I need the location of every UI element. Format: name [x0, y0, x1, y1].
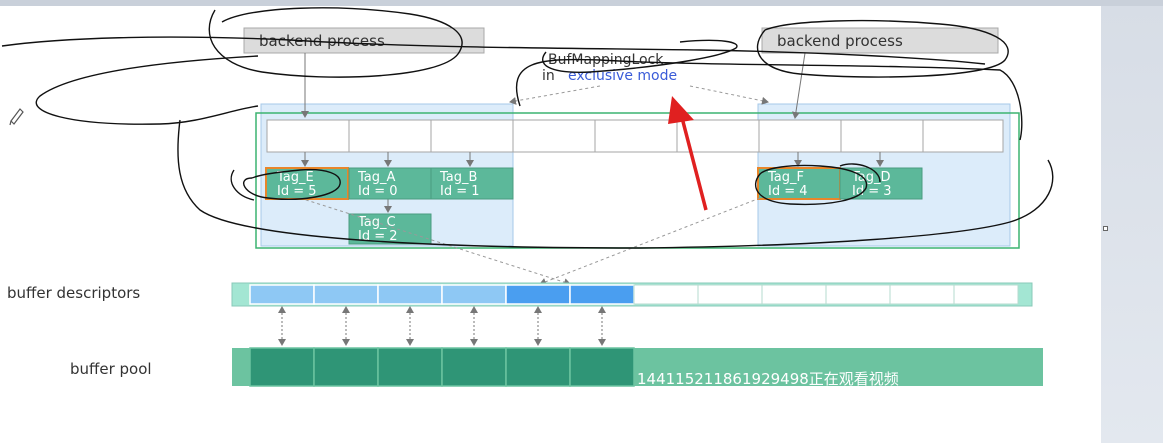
buffer-pool-label: buffer pool [70, 360, 152, 378]
tag-cell-b: Tag_B Id = 1 [430, 167, 514, 200]
svg-text:Tag_E: Tag_E [276, 170, 314, 185]
svg-text:Id = 1: Id = 1 [440, 184, 480, 199]
svg-text:backend process: backend process [259, 32, 385, 50]
buf-mapping-lock-label: BufMappingLock in exclusive mode [542, 52, 677, 84]
svg-text:Tag_A: Tag_A [357, 170, 396, 185]
hash-buckets [266, 119, 1004, 153]
tag-cell-f: Tag_F Id = 4 [757, 167, 841, 200]
tag-cell-d: Tag_D Id = 3 [839, 167, 923, 200]
buffer-descriptors-label: buffer descriptors [7, 284, 140, 302]
viewer-watermark: 144115211861929498正在观看视频 [637, 370, 899, 388]
svg-text:in: in [542, 68, 555, 84]
resize-handle[interactable] [1103, 226, 1108, 231]
top-bar [0, 0, 1163, 6]
svg-text:Tag_F: Tag_F [767, 170, 804, 185]
buffer-descriptor-row [231, 282, 1033, 307]
svg-text:Id = 4: Id = 4 [768, 184, 808, 199]
buffer-pool-row [232, 347, 1043, 387]
pencil-icon[interactable] [9, 108, 24, 126]
svg-text:exclusive mode: exclusive mode [568, 68, 677, 84]
svg-text:Id = 0: Id = 0 [358, 184, 398, 199]
backend-process-left: backend process [243, 27, 485, 54]
descriptor-pool-links [278, 306, 606, 346]
right-panel [1101, 6, 1163, 443]
handwritten-annotations [1, 7, 1054, 249]
tag-cell-a: Tag_A Id = 0 [348, 167, 432, 200]
svg-text:Tag_B: Tag_B [439, 170, 477, 185]
bucket-arrows [301, 152, 884, 213]
svg-text:Tag_D: Tag_D [851, 170, 891, 185]
svg-text:Id = 3: Id = 3 [852, 184, 892, 199]
red-pointer-arrow [668, 96, 708, 211]
svg-text:Id = 5: Id = 5 [277, 184, 317, 199]
tag-cell-e: Tag_E Id = 5 [265, 167, 349, 200]
svg-text:backend process: backend process [777, 32, 903, 50]
backend-process-right: backend process [761, 27, 999, 54]
